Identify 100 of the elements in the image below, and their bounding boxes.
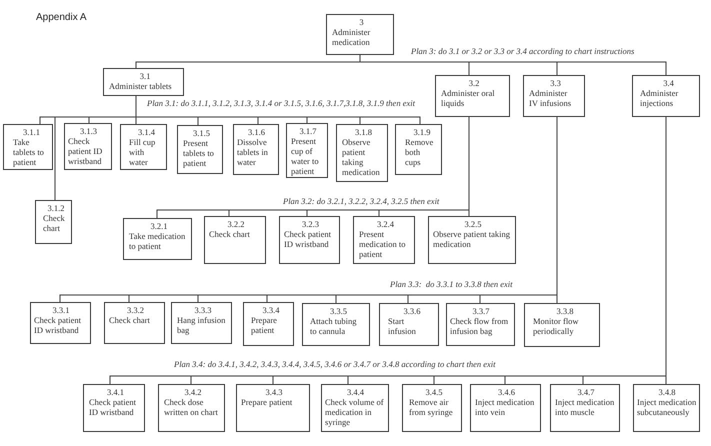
task-label: Take medication to patient (129, 231, 186, 251)
task-label: Remove both cups (405, 137, 434, 167)
appendix-heading: Appendix A (36, 12, 87, 24)
connector-line (136, 96, 420, 124)
task-number: 3.4.8 (658, 387, 676, 397)
task-number: 3.3.1 (52, 305, 70, 315)
task-number: 3.1 (138, 71, 152, 81)
task-number: 3.1.5 (192, 128, 211, 138)
task-box (30, 302, 91, 344)
task-box (302, 303, 370, 346)
task-box (402, 384, 462, 432)
task-box (633, 384, 700, 432)
task-box (435, 75, 510, 117)
task-label: Check patient ID wristband (34, 315, 82, 335)
task-label: Check flow from infusion bag (450, 316, 510, 336)
task-box (286, 123, 328, 178)
task-box (103, 68, 184, 96)
plan-note: Plan 3.2: do 3.2.1, 3.2.2, 3.2.4, 3.2.5 then exit (283, 196, 440, 206)
task-number: 3.1.3 (79, 126, 98, 136)
connector-line (360, 54, 666, 76)
task-label: Present tablets to patient (183, 138, 215, 168)
task-number: 3.2.1 (150, 221, 168, 231)
task-box (104, 302, 165, 344)
task-number: 3.3.3 (194, 305, 212, 315)
task-label: Hang infusion bag (177, 315, 226, 335)
task-box (524, 303, 600, 347)
task-label: Check chart (109, 315, 151, 325)
task-number: 3.1.7 (298, 126, 318, 136)
task-label: Administer IV infusions (529, 88, 572, 108)
task-label: Dissolve tablets in water (237, 137, 269, 167)
task-label: Remove air from syringe (409, 397, 454, 417)
task-number: 3.3.6 (402, 306, 422, 316)
task-number: 3.1.6 (247, 127, 266, 137)
task-number: 3.3.2 (126, 305, 145, 315)
task-box (171, 302, 232, 344)
task-number: 3.4.6 (497, 387, 516, 397)
task-box (379, 303, 439, 346)
task-label: Administer injections (640, 88, 680, 108)
task-box (336, 124, 388, 182)
task-number: 3.4 (662, 78, 675, 88)
connector-line (468, 116, 470, 216)
task-box (326, 14, 394, 55)
task-box (243, 302, 294, 346)
task-number: 3.4.2 (184, 387, 202, 397)
task-box (120, 124, 167, 170)
task-box (279, 216, 340, 264)
task-box (446, 303, 515, 346)
task-number: 3.3.7 (472, 306, 490, 316)
task-label: Prepare patient (251, 315, 278, 335)
task-label: Prepare patient (241, 397, 294, 407)
task-box (236, 384, 310, 432)
task-label: Inject medication subcutaneously (637, 397, 697, 417)
task-label: Administer tablets (109, 81, 173, 91)
task-box (204, 216, 266, 264)
task-box (158, 384, 225, 432)
task-box (64, 123, 112, 170)
task-number: 3.2.4 (376, 219, 395, 229)
task-number: 3.2.2 (226, 219, 246, 229)
task-number: 3.4.4 (346, 387, 365, 397)
task-box (395, 124, 442, 175)
task-label: Check dose written on chart (164, 397, 219, 417)
task-number: 3.1.4 (137, 127, 156, 137)
task-number: 3.4.7 (576, 387, 596, 397)
task-number: 3.1.2 (46, 203, 66, 213)
task-label: Check volume of medication in syringe (325, 397, 385, 427)
task-number: 3.4.3 (264, 387, 284, 397)
task-box (321, 384, 389, 432)
task-box (35, 200, 72, 244)
task-label: Inject medication into muscle (555, 397, 616, 417)
plan-note: Plan 3.1: do 3.1.1, 3.1.2, 3.1.3, 3.1.4 or 3.1.5, 3.1.6, 3.1.7,3.1.8, 3.1.9 then exit (147, 98, 415, 108)
task-label: Check chart (209, 229, 251, 239)
task-box (353, 216, 415, 264)
plan-note: Plan 3: do 3.1 or 3.2 or 3.3 or 3.4 according to chart instructions (411, 46, 634, 56)
task-number: 3.3 (549, 78, 562, 88)
task-label: Check patient ID wristband (89, 397, 137, 417)
task-box (123, 218, 192, 260)
task-number: 3.4.5 (424, 387, 444, 397)
task-label: Fill cup with water (129, 137, 156, 167)
task-box (470, 384, 541, 432)
task-label: Start infusion (388, 316, 417, 336)
task-box (550, 384, 620, 432)
task-number: 3.2.5 (464, 219, 482, 229)
task-label: Administer medication (332, 27, 372, 47)
task-box (428, 216, 516, 264)
task-box (233, 124, 279, 175)
task-label: Inject medication into vein (475, 397, 536, 417)
task-box (3, 124, 53, 170)
task-label: Check chart (43, 213, 66, 233)
connector-line (556, 116, 558, 304)
task-number: 3.1.9 (412, 127, 432, 137)
plan-note: Plan 3.3: do 3.3.1 to 3.3.8 then exit (390, 279, 513, 289)
task-label: Observe patient taking medication (433, 229, 511, 249)
task-number: 3 (358, 17, 365, 27)
task-label: Attach tubing to cannula (310, 316, 358, 336)
task-number: 3.1.8 (354, 127, 373, 137)
task-box (83, 384, 145, 432)
task-number: 3.3.5 (329, 306, 348, 316)
task-number: 3.3.8 (556, 306, 574, 316)
task-label: Monitor flow periodically (533, 316, 580, 336)
task-label: Take tablets to patient (13, 137, 45, 167)
